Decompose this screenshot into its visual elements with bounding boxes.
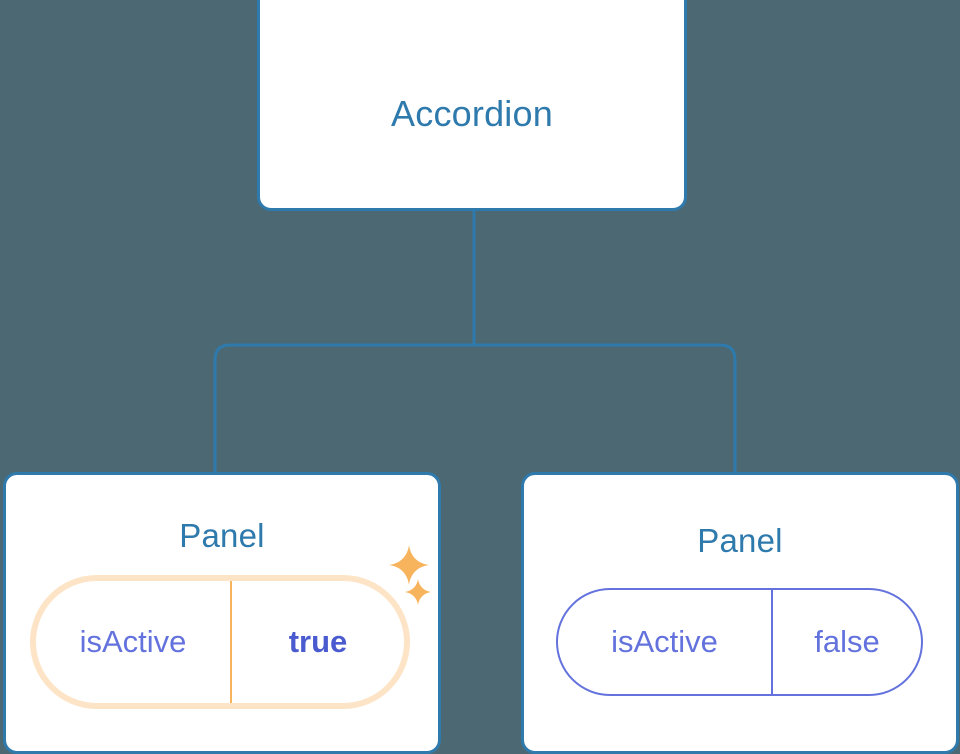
sparkle-icon [389, 545, 429, 585]
prop-key-label: isActive [611, 624, 718, 659]
panel-node-right-title: Panel [697, 522, 783, 559]
prop-value-label: true [288, 624, 348, 659]
prop-key-label: isActive [79, 624, 187, 659]
sparkle-icon [405, 579, 431, 605]
diagram-canvas: Accordion Panel isActive true Panel isAc… [3, 0, 959, 754]
prop-value-cell: false [773, 590, 921, 694]
prop-pill-isactive-false[interactable]: isActive false [556, 588, 923, 696]
connector-child-bus [213, 343, 737, 474]
panel-node-left-title: Panel [179, 517, 265, 554]
prop-value-label: false [814, 624, 880, 659]
prop-key-cell: isActive [558, 590, 773, 694]
accordion-node[interactable]: Accordion [257, 0, 687, 211]
prop-pill-isactive-true[interactable]: isActive true [36, 581, 404, 703]
accordion-node-title: Accordion [391, 93, 553, 134]
prop-key-cell: isActive [36, 581, 232, 703]
prop-value-cell: true [232, 581, 404, 703]
